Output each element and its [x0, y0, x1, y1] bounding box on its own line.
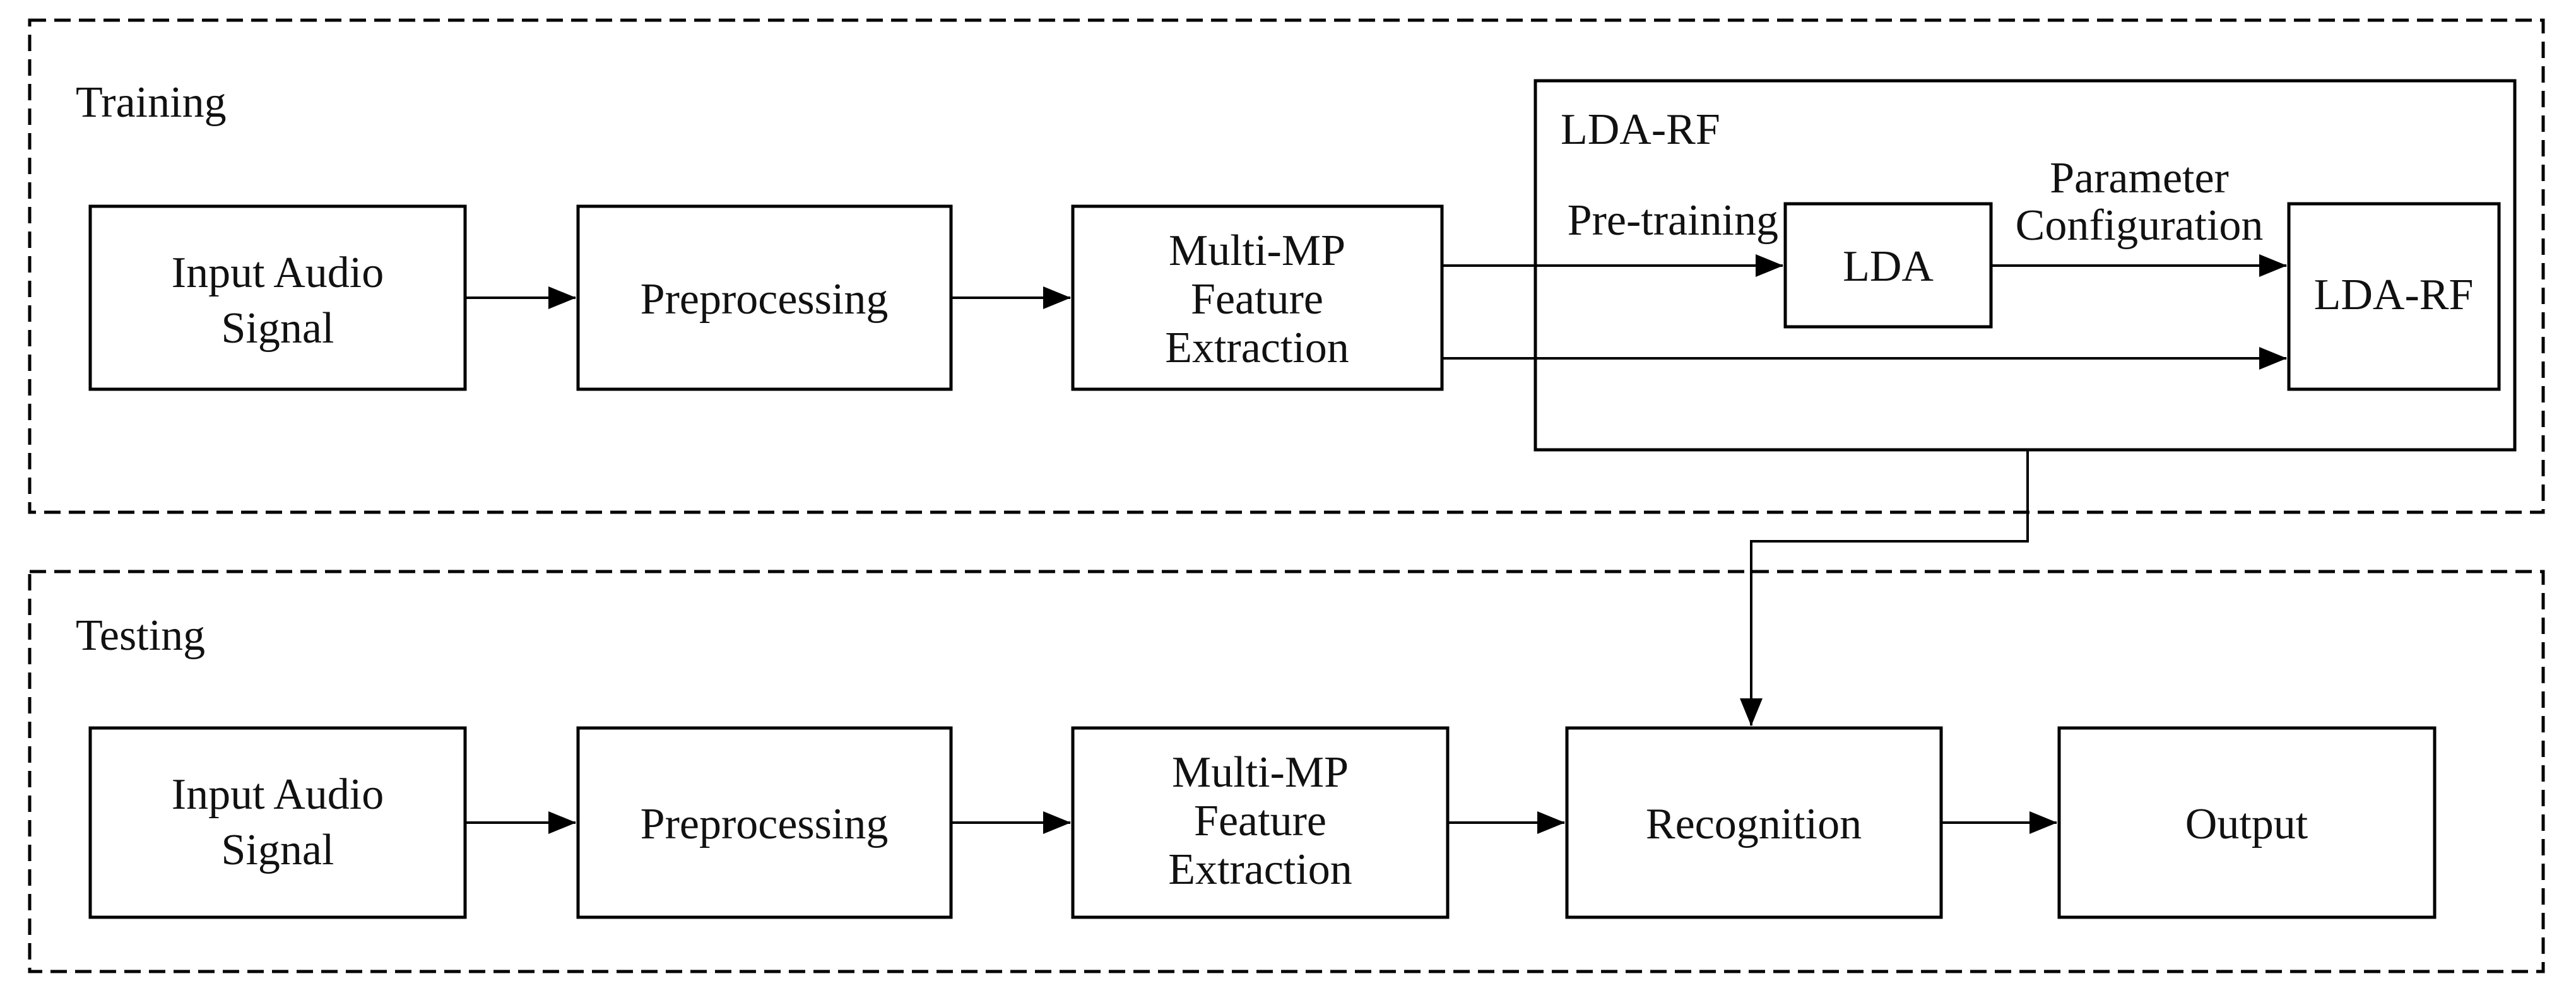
pre-training-label: Pre-training	[1568, 196, 1778, 245]
testing-section-label: Testing	[76, 611, 205, 660]
lda-rf-group-label: LDA-RF	[1561, 105, 1720, 154]
lda-rf-inner-box	[2287, 202, 2501, 391]
testing-input-audio-box	[88, 726, 467, 919]
testing-output-label: Output	[2185, 800, 2308, 848]
training-section-border	[28, 18, 2545, 514]
testing-recognition-label: Recognition	[1646, 800, 1862, 848]
arrow-lda-rf-group-to-recognition	[1740, 450, 2029, 726]
training-preprocessing-label: Preprocessing	[641, 275, 889, 324]
training-input-audio-box	[88, 204, 467, 391]
lda-box-label: LDA	[1843, 242, 1934, 291]
diagram-shapes	[28, 18, 2545, 973]
training-section-label: Training	[76, 78, 227, 127]
lda-rf-inner-box-label: LDA-RF	[2314, 271, 2474, 319]
testing-section-border	[28, 570, 2545, 973]
testing-output-box	[2057, 726, 2437, 919]
testing-preprocessing-label: Preprocessing	[641, 800, 889, 848]
training-feature-extraction-box	[1071, 204, 1444, 391]
